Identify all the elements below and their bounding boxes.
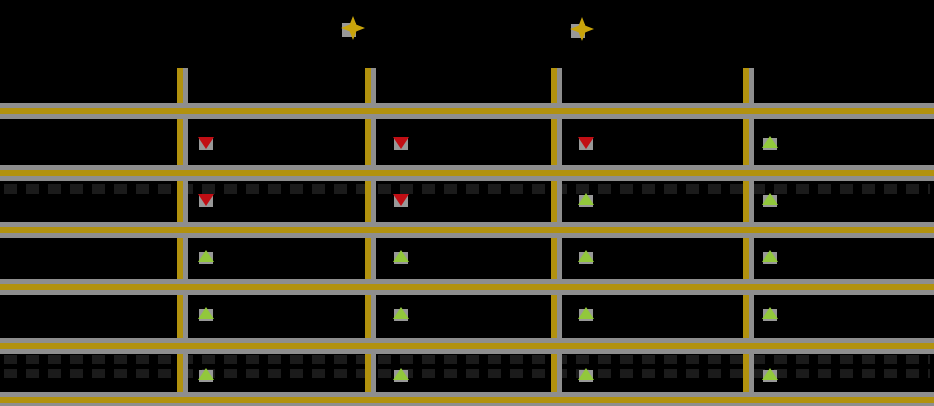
trend-up-icon [393,367,409,383]
table-row-divider [0,279,934,295]
trend-up-icon [762,192,778,208]
trend-up-icon [393,306,409,322]
trend-up-icon [198,306,214,322]
trend-up-icon [762,135,778,151]
down-triangle-glyph [393,194,409,206]
down-triangle-glyph [198,194,214,206]
down-triangle-glyph [578,137,594,149]
trend-up-icon [198,249,214,265]
table-row-divider [0,165,934,181]
sparkle-star-icon [341,16,365,40]
trend-down-icon [578,135,594,151]
up-triangle-glyph [578,250,594,262]
trend-up-icon [762,249,778,265]
ghost-text-row [4,184,930,194]
trend-up-icon [578,306,594,322]
up-triangle-glyph [393,368,409,380]
ghost-text-row [4,369,930,378]
ghost-text-row [4,355,930,364]
table-row-divider [0,392,934,406]
up-triangle-glyph [198,250,214,262]
trend-up-icon [393,249,409,265]
up-triangle-glyph [762,250,778,262]
trend-up-icon [762,306,778,322]
up-triangle-glyph [578,368,594,380]
trend-down-icon [393,192,409,208]
trend-up-icon [578,249,594,265]
up-triangle-glyph [198,368,214,380]
table-row-divider [0,103,934,119]
down-triangle-glyph [393,137,409,149]
trend-up-icon [578,367,594,383]
up-triangle-glyph [762,136,778,148]
trend-down-icon [198,192,214,208]
trend-down-icon [393,135,409,151]
up-triangle-glyph [762,307,778,319]
trend-up-icon [578,192,594,208]
up-triangle-glyph [762,193,778,205]
sparkle-star-icon [570,17,594,41]
trend-up-icon [762,367,778,383]
down-triangle-glyph [198,137,214,149]
up-triangle-glyph [393,307,409,319]
trend-up-icon [198,367,214,383]
trend-down-icon [198,135,214,151]
table-row-divider [0,222,934,238]
up-triangle-glyph [393,250,409,262]
up-triangle-glyph [578,307,594,319]
up-triangle-glyph [762,368,778,380]
up-triangle-glyph [578,193,594,205]
table-row-divider [0,338,934,354]
up-triangle-glyph [198,307,214,319]
